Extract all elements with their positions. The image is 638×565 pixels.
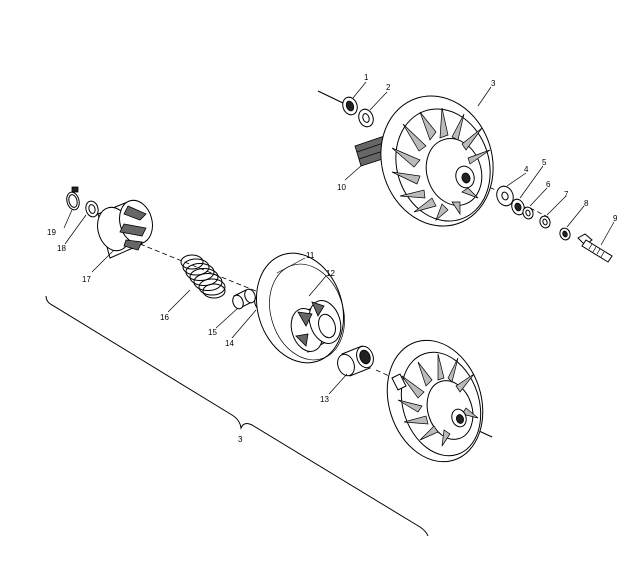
callout-labels: 1 2 3 4 5 6 7 8 9 10 11 12 13 14 15 16 1… — [47, 73, 618, 444]
part-17-helix-cam — [97, 199, 153, 259]
callout-7: 7 — [564, 190, 569, 199]
part-19-snap-ring — [66, 186, 80, 211]
callout-6: 6 — [546, 180, 551, 189]
callout-15: 15 — [208, 328, 217, 337]
callout-13: 13 — [320, 395, 329, 404]
callout-8: 8 — [584, 199, 589, 208]
part-8-washer — [559, 227, 571, 241]
callout-assembly: 3 — [238, 435, 243, 444]
part-3-sheave — [380, 95, 494, 227]
part-13-bushing — [337, 345, 374, 377]
left-axis-line — [139, 243, 279, 301]
part-16-spring — [180, 254, 226, 299]
callout-18: 18 — [57, 244, 66, 253]
callout-5: 5 — [542, 158, 547, 167]
part-4-washer — [496, 185, 514, 207]
callout-17: 17 — [82, 275, 91, 284]
part-12-moveable-sheave — [255, 252, 345, 364]
part-1-washer — [342, 96, 358, 116]
assembly-bracket — [45, 295, 429, 537]
callout-2: 2 — [386, 83, 391, 92]
callout-19: 19 — [47, 228, 56, 237]
callout-11: 11 — [306, 251, 315, 260]
part-5-washer — [511, 198, 525, 216]
callout-1: 1 — [364, 73, 369, 82]
callout-3-upper: 3 — [491, 79, 496, 88]
lower-leader-lines — [63, 209, 348, 395]
part-15-bushing — [232, 288, 256, 310]
part-3-fixed-sheave — [386, 339, 484, 463]
part-7-washer — [539, 215, 551, 229]
callout-4: 4 — [524, 165, 529, 174]
callout-12: 12 — [326, 269, 335, 278]
callout-14: 14 — [225, 339, 234, 348]
callout-9: 9 — [613, 214, 618, 223]
part-18-washer — [85, 200, 99, 218]
part-6-washer — [522, 206, 534, 220]
upper-leader-lines — [344, 81, 615, 246]
callout-10: 10 — [337, 183, 346, 192]
part-9-bolt — [577, 233, 613, 263]
part-2-washer — [358, 108, 374, 128]
callout-16: 16 — [160, 313, 169, 322]
